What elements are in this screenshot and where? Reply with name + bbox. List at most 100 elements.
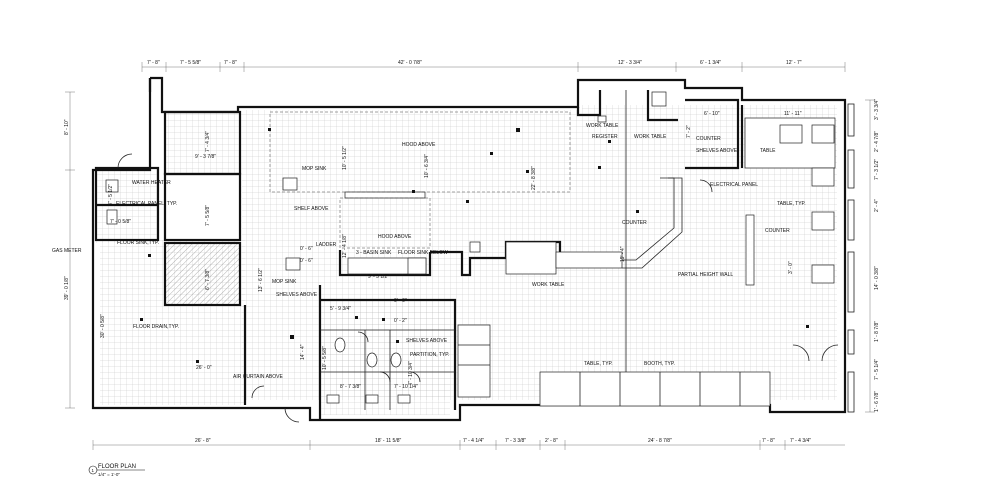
dim-right-3: 7' - 3 1/2" (874, 159, 880, 180)
dim-int-29: 7' - 2" (686, 125, 692, 138)
dim-int-12: 13' - 6 1/2" (258, 268, 264, 292)
label-register: REGISTER (592, 134, 618, 140)
label-booth-typ: BOOTH, TYP. (644, 361, 675, 367)
left-dimensions: 8' - 10" 39' - 0 1/8" (64, 119, 70, 300)
dim-int-18: 5' - 9 3/4" (330, 306, 351, 312)
title-name: FLOOR PLAN (98, 464, 136, 470)
exterior-walls (91, 76, 855, 422)
label-electrical-panel: ELECTRICAL PANEL (710, 182, 758, 188)
dim-int-16: 6' - 10" (704, 111, 720, 117)
label-table: TABLE (760, 148, 776, 154)
dim-top-2: 7' - 5 5/8" (180, 60, 201, 66)
label-hood-above-2: HOOD ABOVE (378, 234, 412, 240)
label-shelves-above-2: SHELVES ABOVE (406, 338, 448, 344)
dining-tables (779, 124, 835, 284)
dim-int-23: 8' - 7 3/8" (340, 384, 361, 390)
label-three-basin-sink: 3 - BASIN SINK (356, 250, 392, 256)
label-mop-sink-2: MOP SINK (272, 279, 297, 285)
label-counter-2: COUNTER (696, 136, 721, 142)
dim-int-10: 10' - 6 3/4" (424, 154, 430, 178)
label-floor-drain-typ: FLOOR DRAIN,TYP. (133, 324, 179, 330)
dim-bottom-2: 18' - 11 5/8" (375, 438, 401, 444)
dim-left-2: 39' - 0 1/8" (64, 276, 70, 300)
floor-grid (96, 105, 837, 415)
annotations: WATER HEATER ELECTRICAL PANEL, TYP. FLOO… (52, 123, 806, 380)
label-table-typ-2: TABLE, TYP. (584, 361, 613, 367)
dim-bottom-7: 7' - 8" (762, 438, 775, 444)
dim-top-3: 7' - 8" (224, 60, 237, 66)
dim-left-1: 8' - 10" (64, 119, 70, 135)
dim-int-2: 9' - 3 7/8" (195, 154, 216, 160)
label-air-curtain-above: AIR CURTAIN ABOVE (233, 374, 283, 380)
dim-int-19: 0' - 0" (394, 298, 407, 304)
dim-int-1: 7' - 4 3/4" (205, 131, 211, 152)
label-water-heater: WATER HEATER (132, 180, 171, 186)
dim-int-8: 26' - 0" (196, 365, 212, 371)
dim-top-6: 6' - 1 3/4" (700, 60, 721, 66)
label-table-typ-1: TABLE, TYP. (777, 201, 806, 207)
dim-bottom-8: 7' - 4 3/4" (790, 438, 811, 444)
drawing-title-block: 1 FLOOR PLAN 1/4" = 1'-0" (88, 464, 145, 477)
dim-bottom-5: 2' - 8" (545, 438, 558, 444)
dim-int-27: 19' - 4" (620, 246, 626, 262)
title-number: 1 (92, 468, 95, 473)
dim-int-17: 11' - 11" (784, 111, 802, 117)
label-partial-height-wall: PARTIAL HEIGHT WALL (678, 272, 733, 278)
label-partition-typ: PARTITION, TYP. (410, 352, 449, 358)
dim-right-5: 14' - 0 3/8" (874, 266, 880, 290)
label-work-table-2: WORK TABLE (586, 123, 619, 129)
dim-bottom-4: 7' - 3 3/8" (505, 438, 526, 444)
dim-right-6: 1' - 8 7/8" (874, 321, 880, 342)
dim-int-24: 7' - 10 1/4" (394, 384, 418, 390)
label-mop-sink-1: MOP SINK (302, 166, 327, 172)
dim-int-28: 3' - 0" (788, 261, 794, 274)
label-work-table-3: WORK TABLE (634, 134, 667, 140)
dim-int-25: 7' - 10 3/4" (408, 361, 414, 385)
interior-dimensions: 7' - 4 3/4" 9' - 3 7/8" 7' - 5 5/8" 7' -… (100, 111, 802, 390)
title-scale: 1/4" = 1'-0" (98, 472, 120, 477)
dim-bottom-3: 7' - 4 1/4" (463, 438, 484, 444)
dim-int-9: 10' - 5 1/2" (342, 146, 348, 170)
label-work-table-1: WORK TABLE (532, 282, 565, 288)
dim-top-5: 12' - 3 3/4" (618, 60, 642, 66)
dim-int-15: 9' - 5 1/2" (368, 274, 389, 280)
dim-right-7: 7' - 5 1/4" (874, 359, 880, 380)
dim-top-7: 12' - 7" (786, 60, 802, 66)
doors (117, 153, 839, 423)
dim-top-1: 7' - 8" (147, 60, 160, 66)
dim-int-22: 10' - 5 5/8" (322, 346, 328, 370)
dim-int-4: 7' - 5 1/2" (108, 184, 114, 205)
dim-int-26: 22' - 8 3/8" (531, 166, 537, 190)
label-hood-above-1: HOOD ABOVE (402, 142, 436, 148)
dim-int-14: 0' - 6" (300, 258, 313, 264)
interior-walls (94, 90, 744, 420)
dim-int-11: 12' - 4 1/8" (342, 234, 348, 258)
dim-right-4: 2' - 4" (874, 199, 880, 212)
dim-bottom-6: 24' - 8 7/8" (648, 438, 672, 444)
right-dimensions: 3' - 3 3/4" 2' - 4 7/8" 7' - 3 1/2" 2' -… (874, 99, 880, 412)
dimension-lines (65, 62, 875, 450)
dim-int-3: 7' - 5 5/8" (205, 205, 211, 226)
dim-int-20: 0' - 2" (394, 318, 407, 324)
label-counter-3: COUNTER (765, 228, 790, 234)
label-shelf-above: SHELF ABOVE (294, 206, 329, 212)
fixtures (105, 91, 809, 404)
dim-top-4: 42' - 0 7/8" (398, 60, 422, 66)
dim-bottom-1: 26' - 8" (195, 438, 211, 444)
dim-right-2: 2' - 4 7/8" (874, 131, 880, 152)
dim-int-13: 0' - 6" (300, 246, 313, 252)
top-dimensions: 7' - 8" 7' - 5 5/8" 7' - 8" 42' - 0 7/8"… (147, 60, 802, 66)
label-gas-meter: GAS METER (52, 248, 82, 254)
dim-right-1: 3' - 3 3/4" (874, 99, 880, 120)
label-shelves-above-3: SHELVES ABOVE (696, 148, 738, 154)
dim-int-6: 6' - 7 3/8" (205, 269, 211, 290)
bottom-dimensions: 26' - 8" 18' - 11 5/8" 7' - 4 1/4" 7' - … (195, 438, 811, 444)
label-electrical-panel-typ: ELECTRICAL PANEL, TYP. (116, 201, 177, 207)
hood-outlines (269, 111, 571, 249)
dim-right-8: 1' - 6 7/8" (874, 391, 880, 412)
dim-int-5: 7' - 0 5/8" (110, 219, 131, 225)
dim-int-7: 30' - 0 5/8" (100, 314, 106, 338)
dim-int-21: 14' - 4" (300, 344, 306, 360)
label-ladder: LADDER (316, 242, 337, 248)
